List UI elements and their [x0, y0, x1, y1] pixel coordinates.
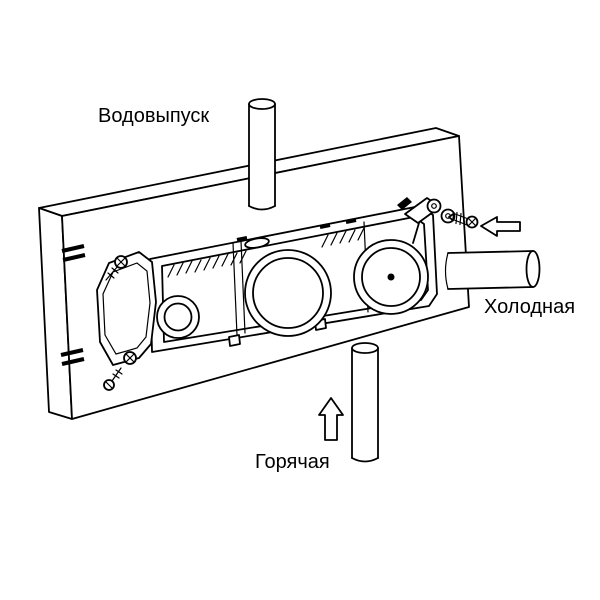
cold-valve-center	[387, 273, 395, 281]
plate-screw-bottom	[123, 351, 137, 365]
outlet-pipe	[248, 98, 276, 211]
diverter-inner	[163, 302, 193, 332]
bracket-clip	[397, 197, 412, 210]
end-plate	[96, 251, 157, 366]
main-cartridge-outer	[244, 249, 332, 337]
label-hot: Горячая	[255, 451, 330, 473]
label-outlet: Водовыпуск	[98, 105, 209, 127]
end-plate-inner	[102, 262, 151, 355]
outlet-port-hole	[244, 237, 270, 249]
main-cartridge-inner	[252, 257, 324, 329]
label-cold: Холодная	[484, 296, 575, 318]
hot-pipe	[351, 342, 379, 463]
diverter-outer	[156, 295, 200, 339]
spring-hatching-right	[321, 227, 365, 248]
cold-pipe	[444, 250, 541, 290]
fixing-screw-right	[448, 211, 479, 229]
arrow-up-icon	[318, 397, 344, 441]
mounting-tab	[228, 334, 241, 347]
plate-screw-top	[105, 255, 128, 281]
mounting-bracket	[397, 197, 456, 244]
wall-anchor-marks	[60, 244, 86, 366]
arrow-left-icon	[480, 216, 521, 237]
retaining-clips	[236, 218, 357, 242]
spring-hatching-left	[167, 250, 247, 278]
washer	[426, 198, 442, 214]
fixing-screw-bottom-left	[103, 367, 123, 391]
